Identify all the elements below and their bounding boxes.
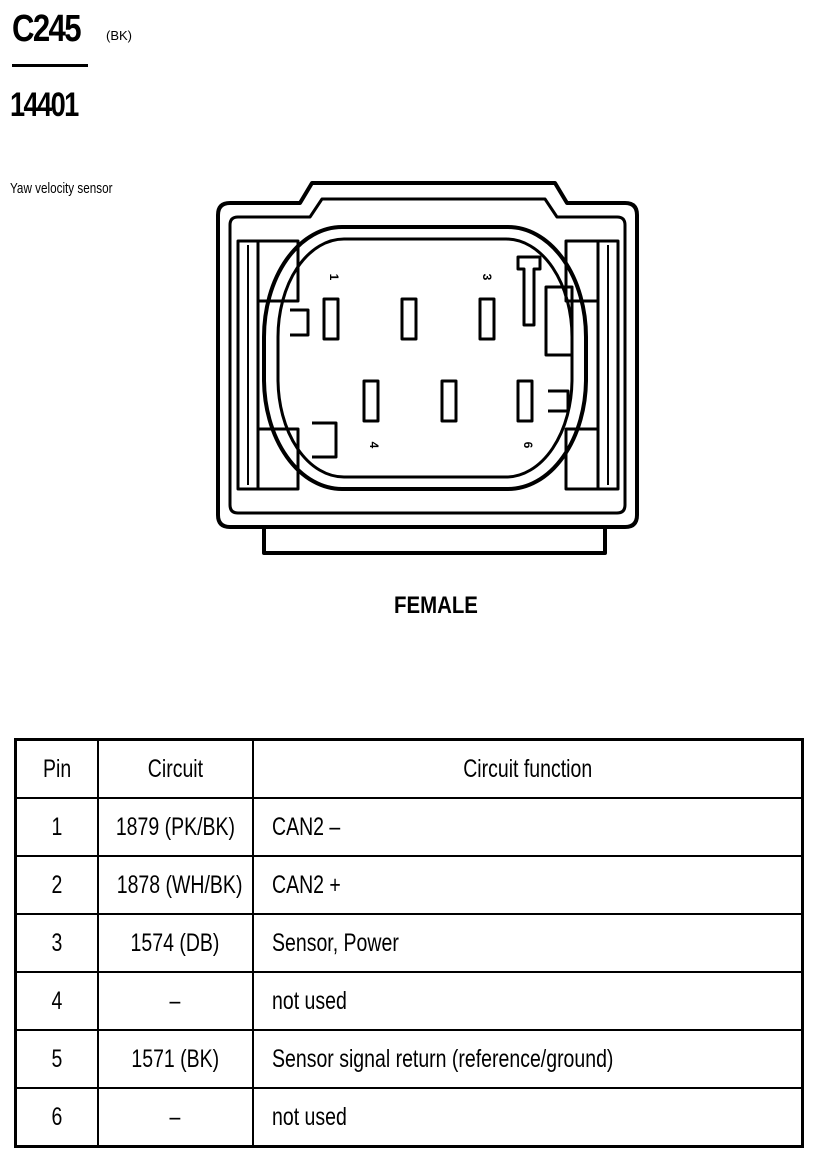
housing-inner (228, 197, 627, 515)
pin-label-4: 4 (367, 442, 381, 449)
header-circuit: Circuit (96, 738, 254, 799)
part-number: 14401 (10, 86, 79, 124)
circuit-cell: 1878 (WH/BK) (96, 855, 254, 915)
seal-outer (262, 225, 588, 491)
circuit-cell: – (96, 971, 254, 1031)
table-row: 6 – not used (14, 1087, 804, 1148)
pin-cell: 5 (14, 1029, 99, 1089)
pin-cavity-1 (322, 297, 340, 341)
pin-table: Pin Circuit Circuit function 1 1879 (PK/… (14, 738, 804, 1148)
pin-cell: 6 (14, 1087, 99, 1148)
circuit-cell: 1574 (DB) (96, 913, 254, 973)
pin-label-3: 3 (480, 274, 494, 281)
header-circuit-function: Circuit function (251, 738, 804, 799)
title-underline (12, 64, 88, 67)
function-cell: CAN2 – (251, 797, 804, 857)
function-cell: Sensor, Power (251, 913, 804, 973)
circuit-cell: – (96, 1087, 254, 1148)
circuit-cell: 1879 (PK/BK) (96, 797, 254, 857)
pin-cell: 2 (14, 855, 99, 915)
right-guide-rail (596, 239, 620, 491)
function-cell: CAN2 + (251, 855, 804, 915)
gender-label: FEMALE (394, 592, 478, 619)
pin-cell: 4 (14, 971, 99, 1031)
pin-cell: 1 (14, 797, 99, 857)
table-row: 5 1571 (BK) Sensor signal return (refere… (14, 1029, 804, 1089)
latch-tab (516, 255, 542, 327)
pin-label-6: 6 (521, 442, 535, 449)
connector-color: (BK) (106, 28, 132, 43)
pin-label-1: 1 (327, 274, 341, 281)
circuit-cell: 1571 (BK) (96, 1029, 254, 1089)
table-row: 1 1879 (PK/BK) CAN2 – (14, 797, 804, 857)
pin-cavity-4 (362, 379, 380, 423)
pin-cavity-6 (516, 379, 534, 423)
table-row: 4 – not used (14, 971, 804, 1031)
connector-face-diagram: 1 3 4 6 (216, 181, 639, 555)
housing-outer (216, 181, 639, 529)
table-row: 3 1574 (DB) Sensor, Power (14, 913, 804, 973)
table-row: 2 1878 (WH/BK) CAN2 + (14, 855, 804, 915)
housing-lip (262, 527, 607, 555)
left-guide-rail (236, 239, 260, 491)
pin-cavity-3 (478, 297, 496, 341)
pin-cavity-5 (440, 379, 458, 423)
header-pin: Pin (14, 738, 99, 799)
pin-cavity-2 (400, 297, 418, 341)
seal-inner (276, 237, 574, 479)
function-cell: Sensor signal return (reference/ground) (251, 1029, 804, 1089)
function-cell: not used (251, 971, 804, 1031)
pin-cell: 3 (14, 913, 99, 973)
connector-id: C245 (12, 8, 82, 50)
connector-description: Yaw velocity sensor (10, 180, 113, 197)
function-cell: not used (251, 1087, 804, 1148)
table-header-row: Pin Circuit Circuit function (14, 738, 804, 799)
